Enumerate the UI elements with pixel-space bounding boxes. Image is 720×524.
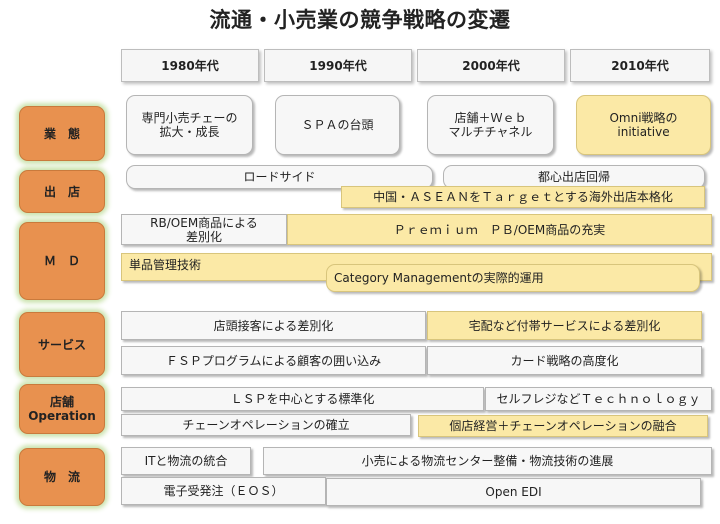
category-operation: 店舗 Operation bbox=[19, 384, 105, 434]
shutten-kaigai-box: 中国・ＡＳＥＡＮをＴａｒｇｅｔとする海外出店本格化 bbox=[341, 186, 705, 208]
era-header-2010: 2010年代 bbox=[570, 49, 710, 82]
service-takuhai-box: 宅配など付帯サービスによる差別化 bbox=[427, 311, 702, 340]
gyotai-2000-line2: マルチチャネル bbox=[448, 125, 533, 139]
era-header-1990: 1990年代 bbox=[264, 49, 412, 82]
butsuryu-it-box: ITと物流の統合 bbox=[121, 447, 251, 475]
service-fsp-box: ＦＳＰプログラムによる顧客の囲い込み bbox=[121, 346, 426, 375]
operation-chain-box: チェーンオペレーションの確立 bbox=[121, 414, 411, 436]
shutten-roadside-box: ロードサイド bbox=[126, 165, 433, 189]
butsuryu-edi-box: Open EDI bbox=[326, 478, 701, 506]
butsuryu-center-box: 小売による物流センター整備・物流技術の進展 bbox=[263, 447, 712, 475]
page-title: 流通・小売業の競争戦略の変遷 bbox=[209, 8, 511, 32]
gyotai-2000-line1: 店舗＋Ｗｅｂ bbox=[454, 111, 527, 125]
service-card-box: カード戦略の高度化 bbox=[427, 346, 702, 375]
md-premium-box: Ｐｒｅｍｉｕｍ ＰＢ/OEM商品の充実 bbox=[287, 214, 712, 245]
era-header-2000: 2000年代 bbox=[417, 49, 565, 82]
category-gyotai: 業 態 bbox=[19, 106, 105, 161]
md-rb-line1: RB/OEM商品による bbox=[150, 215, 258, 230]
gyotai-1980-line1: 専門小売チェーの bbox=[141, 111, 238, 125]
category-shutten: 出 店 bbox=[19, 170, 105, 213]
gyotai-2010-line2: initiative bbox=[617, 125, 670, 139]
category-butsuryu: 物 流 bbox=[19, 448, 105, 506]
md-rb-box: RB/OEM商品による 差別化 bbox=[121, 214, 287, 245]
era-header-1980: 1980年代 bbox=[121, 49, 259, 82]
gyotai-2000-box: 店舗＋Ｗｅｂ マルチチャネル bbox=[427, 95, 554, 155]
operation-self-box: セルフレジなどＴｅｃｈｎｏｌｏｇｙ bbox=[485, 387, 712, 411]
gyotai-1980-box: 専門小売チェーの 拡大・成長 bbox=[126, 95, 253, 155]
operation-kotenkeiei-box: 個店経営＋チェーンオペレーションの融合 bbox=[418, 415, 708, 437]
md-rb-line2: 差別化 bbox=[185, 229, 222, 244]
category-operation-line1: 店舗 bbox=[49, 395, 74, 409]
operation-lsp-box: ＬＳＰを中心とする標準化 bbox=[121, 387, 484, 411]
gyotai-1990-box: ＳＰＡの台頭 bbox=[275, 95, 400, 155]
category-operation-line2: Operation bbox=[28, 409, 96, 423]
md-category-box: Category Managementの実際的運用 bbox=[326, 264, 700, 292]
service-tento-box: 店頭接客による差別化 bbox=[121, 311, 426, 340]
category-service: サービス bbox=[19, 312, 105, 377]
category-md: Ｍ Ｄ bbox=[19, 222, 105, 300]
gyotai-2010-box: Omni戦略の initiative bbox=[576, 95, 711, 155]
gyotai-1980-line2: 拡大・成長 bbox=[159, 125, 220, 139]
gyotai-2010-line1: Omni戦略の bbox=[609, 111, 678, 125]
butsuryu-eos-box: 電子受発注（ＥＯＳ） bbox=[121, 477, 326, 505]
